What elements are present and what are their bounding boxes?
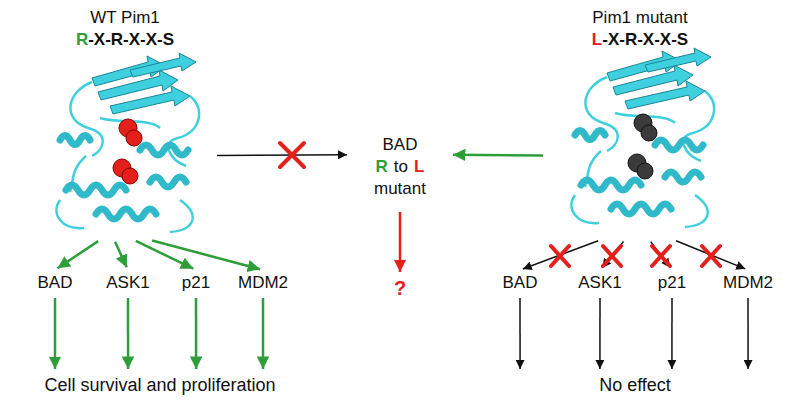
node-text: L (592, 30, 602, 49)
arrow-connector (127, 298, 130, 369)
substrate-label: MDM2 (230, 270, 297, 296)
block-cross (280, 143, 720, 266)
protein-node: Pim1 mutantL-X-R-X-X-S (545, 5, 735, 240)
arrow-connector (676, 241, 745, 269)
node-text: BAD (38, 273, 73, 292)
arrow-connector (195, 298, 198, 369)
text-line: WT Pim1 (39, 7, 211, 29)
wt-protein (56, 53, 199, 232)
text-line: BAD (499, 272, 542, 294)
node-text: R (76, 30, 88, 49)
node-text: p21 (658, 273, 686, 292)
text-line: No effect (509, 374, 761, 397)
text-line: mutant (350, 178, 450, 200)
outcome-label: No effect (505, 372, 765, 400)
substrate-label: ASK1 (570, 270, 630, 296)
arrow-connector (57, 241, 98, 268)
text-line: Pim1 mutant (549, 7, 731, 29)
arrow-connector (152, 241, 260, 270)
substrate-label: p21 (650, 270, 695, 296)
substrate-label: MDM2 (715, 270, 782, 296)
node-text: Pim1 mutant (592, 8, 687, 27)
substrate-label: BAD (30, 270, 81, 296)
text-line: p21 (178, 272, 215, 294)
substrate-label: p21 (174, 270, 219, 296)
mutant-protein (571, 48, 714, 227)
node-text: MDM2 (723, 273, 773, 292)
text-line: R-X-R-X-X-S (39, 29, 211, 51)
node-text: BAD (503, 273, 538, 292)
node-text: ? (394, 277, 406, 299)
substrate-label: ASK1 (98, 270, 158, 296)
arrow-connector (519, 298, 521, 369)
text-line: MDM2 (719, 272, 778, 294)
text-line: p21 (654, 272, 691, 294)
node-text: ASK1 (106, 273, 149, 292)
node-text: -X-R-X-X-S (602, 30, 688, 49)
arrow-connector (651, 242, 671, 268)
arrow-connector (54, 298, 57, 369)
wt-residues (113, 119, 142, 184)
node-text: ASK1 (578, 273, 621, 292)
text-line: BAD (34, 272, 77, 294)
node-text: WT Pim1 (90, 8, 160, 27)
arrow-connector (599, 298, 601, 369)
mutant-residues (628, 114, 657, 179)
text-line: Rto L (350, 156, 450, 178)
text-line: ASK1 (102, 272, 154, 294)
arrow-connector (399, 212, 402, 272)
node-text: BAD (383, 135, 418, 154)
node-text: Cell survival and proliferation (44, 375, 275, 395)
question-mark: ? (382, 275, 418, 303)
node-text: -X-R-X-X-S (88, 30, 174, 49)
arrow-connector (115, 242, 127, 267)
protein-node: WT Pim1R-X-R-X-X-S (35, 5, 215, 240)
text-line: ? (386, 277, 414, 301)
substrate-node: BAD Rto Lmutant (350, 130, 450, 210)
node-text: to (394, 157, 408, 176)
substrate-label: BAD (495, 270, 546, 296)
node-text: MDM2 (238, 273, 288, 292)
node-text: No effect (599, 375, 671, 395)
arrow-connector (671, 298, 673, 369)
node-text: L (414, 157, 424, 176)
outcome-label: Cell survival and proliferation (20, 372, 300, 400)
arrow-connector (747, 298, 749, 369)
node-text: R (376, 157, 388, 176)
arrow-connector (523, 241, 598, 269)
node-text: p21 (182, 273, 210, 292)
arrow-connector (217, 154, 347, 156)
text-line: Cell survival and proliferation (24, 374, 296, 397)
arrow-connector (262, 298, 265, 369)
text-line: L-X-R-X-X-S (549, 29, 731, 51)
arrow-connector (602, 242, 624, 268)
arrow-connector (453, 154, 543, 157)
text-line: ASK1 (574, 272, 626, 294)
node-text: mutant (374, 179, 426, 198)
text-line: BAD (350, 134, 450, 156)
text-line: MDM2 (234, 272, 293, 294)
